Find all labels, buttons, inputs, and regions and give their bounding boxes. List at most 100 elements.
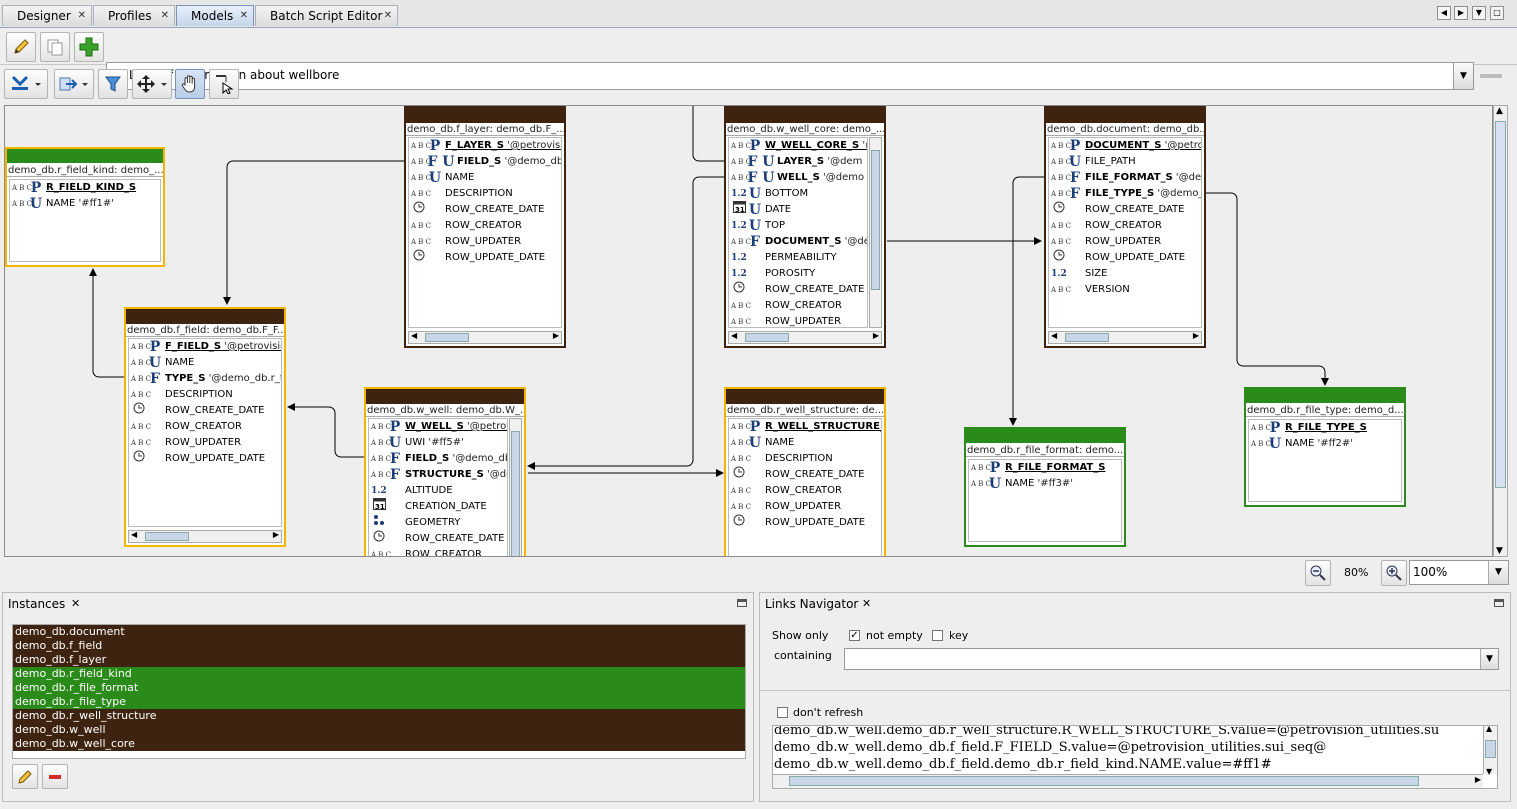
- edit-instance-button[interactable]: [12, 764, 38, 789]
- model-select[interactable]: $ Load of information about wellbore: [106, 62, 1473, 90]
- link-line[interactable]: demo_db.w_well.demo_db.f_field.demo_db.r…: [774, 757, 1272, 772]
- entity-attribute[interactable]: ROW_CREATE_DATE: [409, 201, 561, 218]
- list-item[interactable]: demo_db.document: [13, 625, 745, 639]
- entity-attribute[interactable]: ROW_CREATE_DATE: [1049, 201, 1201, 218]
- close-icon[interactable]: ✕: [239, 10, 248, 21]
- entity-attribute[interactable]: ROW_UPDATE_DATE: [129, 450, 281, 467]
- chevron-down-icon[interactable]: ▼: [1453, 62, 1474, 90]
- horizontal-scrollbar[interactable]: ◀▶: [728, 331, 882, 344]
- list-item[interactable]: demo_db.f_layer: [13, 653, 745, 667]
- horizontal-scrollbar[interactable]: ◀▶: [128, 530, 282, 543]
- links-vertical-scrollbar[interactable]: ▲▼: [1483, 726, 1497, 776]
- entity-attribute[interactable]: ROW_CREATE_DATE: [729, 281, 867, 298]
- chevron-down-icon[interactable]: ▼: [1488, 561, 1508, 584]
- chevron-down-icon[interactable]: ▼: [1480, 649, 1498, 669]
- key-checkbox[interactable]: [932, 630, 943, 641]
- zoom-out-button[interactable]: [1305, 560, 1331, 586]
- link-line[interactable]: demo_db.w_well.demo_db.f_field.F_FIELD_S…: [774, 740, 1327, 755]
- remove-instance-button[interactable]: [42, 764, 68, 789]
- list-item[interactable]: demo_db.r_well_structure: [13, 709, 745, 723]
- close-icon[interactable]: ✕: [383, 10, 392, 21]
- tab-scroll-right-icon[interactable]: ▶: [1454, 6, 1468, 20]
- entity-attribute[interactable]: A B CPF_FIELD_S '@petrovision: [129, 339, 281, 355]
- entity-attribute[interactable]: A B CPF_LAYER_S '@petrovisio: [409, 138, 561, 154]
- vertical-scrollbar[interactable]: [869, 137, 882, 328]
- list-item[interactable]: demo_db.w_well: [13, 723, 745, 737]
- zoom-in-button[interactable]: [1381, 560, 1407, 586]
- tab-scroll-left-icon[interactable]: ◀: [1437, 6, 1451, 20]
- entity-attribute[interactable]: ROW_CREATE_DATE: [129, 402, 281, 419]
- tab-batch-script-editor[interactable]: Batch Script Editor✕: [255, 5, 398, 26]
- containing-select[interactable]: ▼: [844, 648, 1499, 670]
- horizontal-scrollbar[interactable]: ◀▶: [1048, 331, 1202, 344]
- link-line[interactable]: demo_db.w_well.demo_db.r_well_structure.…: [774, 725, 1440, 738]
- tab-profiles[interactable]: Profiles✕: [93, 5, 175, 26]
- entity-attribute[interactable]: ROW_CREATE_DATE: [369, 530, 507, 547]
- vertical-scrollbar[interactable]: [509, 418, 522, 556]
- entity-attribute[interactable]: GEOMETRY: [369, 515, 507, 531]
- move-dropdown-button[interactable]: [132, 69, 172, 99]
- layout-dropdown-button[interactable]: [4, 69, 48, 99]
- dont-refresh-checkbox[interactable]: [777, 707, 788, 718]
- not-empty-checkbox[interactable]: ✓: [849, 630, 860, 641]
- tab-designer[interactable]: Designer✕: [2, 5, 92, 26]
- links-text-area[interactable]: demo_db.w_well.demo_db.r_well_structure.…: [772, 725, 1498, 789]
- tab-models[interactable]: Models✕: [176, 5, 254, 26]
- entity-attribute[interactable]: ROW_UPDATE_DATE: [729, 514, 881, 531]
- canvas-vertical-scrollbar[interactable]: ▲ ▼: [1493, 105, 1508, 557]
- entity-attribute[interactable]: ROW_CREATE_DATE: [729, 466, 881, 483]
- links-horizontal-scrollbar[interactable]: ▶: [773, 774, 1483, 788]
- close-icon[interactable]: ✕: [862, 597, 872, 610]
- connect-tool-button[interactable]: [209, 69, 239, 99]
- horizontal-scrollbar[interactable]: ◀▶: [408, 331, 562, 344]
- minus-icon[interactable]: [1480, 66, 1502, 86]
- list-item[interactable]: demo_db.r_file_type: [13, 695, 745, 709]
- export-dropdown-button[interactable]: [54, 69, 94, 99]
- entity-attribute[interactable]: ROW_UPDATE_DATE: [409, 249, 561, 266]
- copy-model-button[interactable]: [40, 32, 70, 62]
